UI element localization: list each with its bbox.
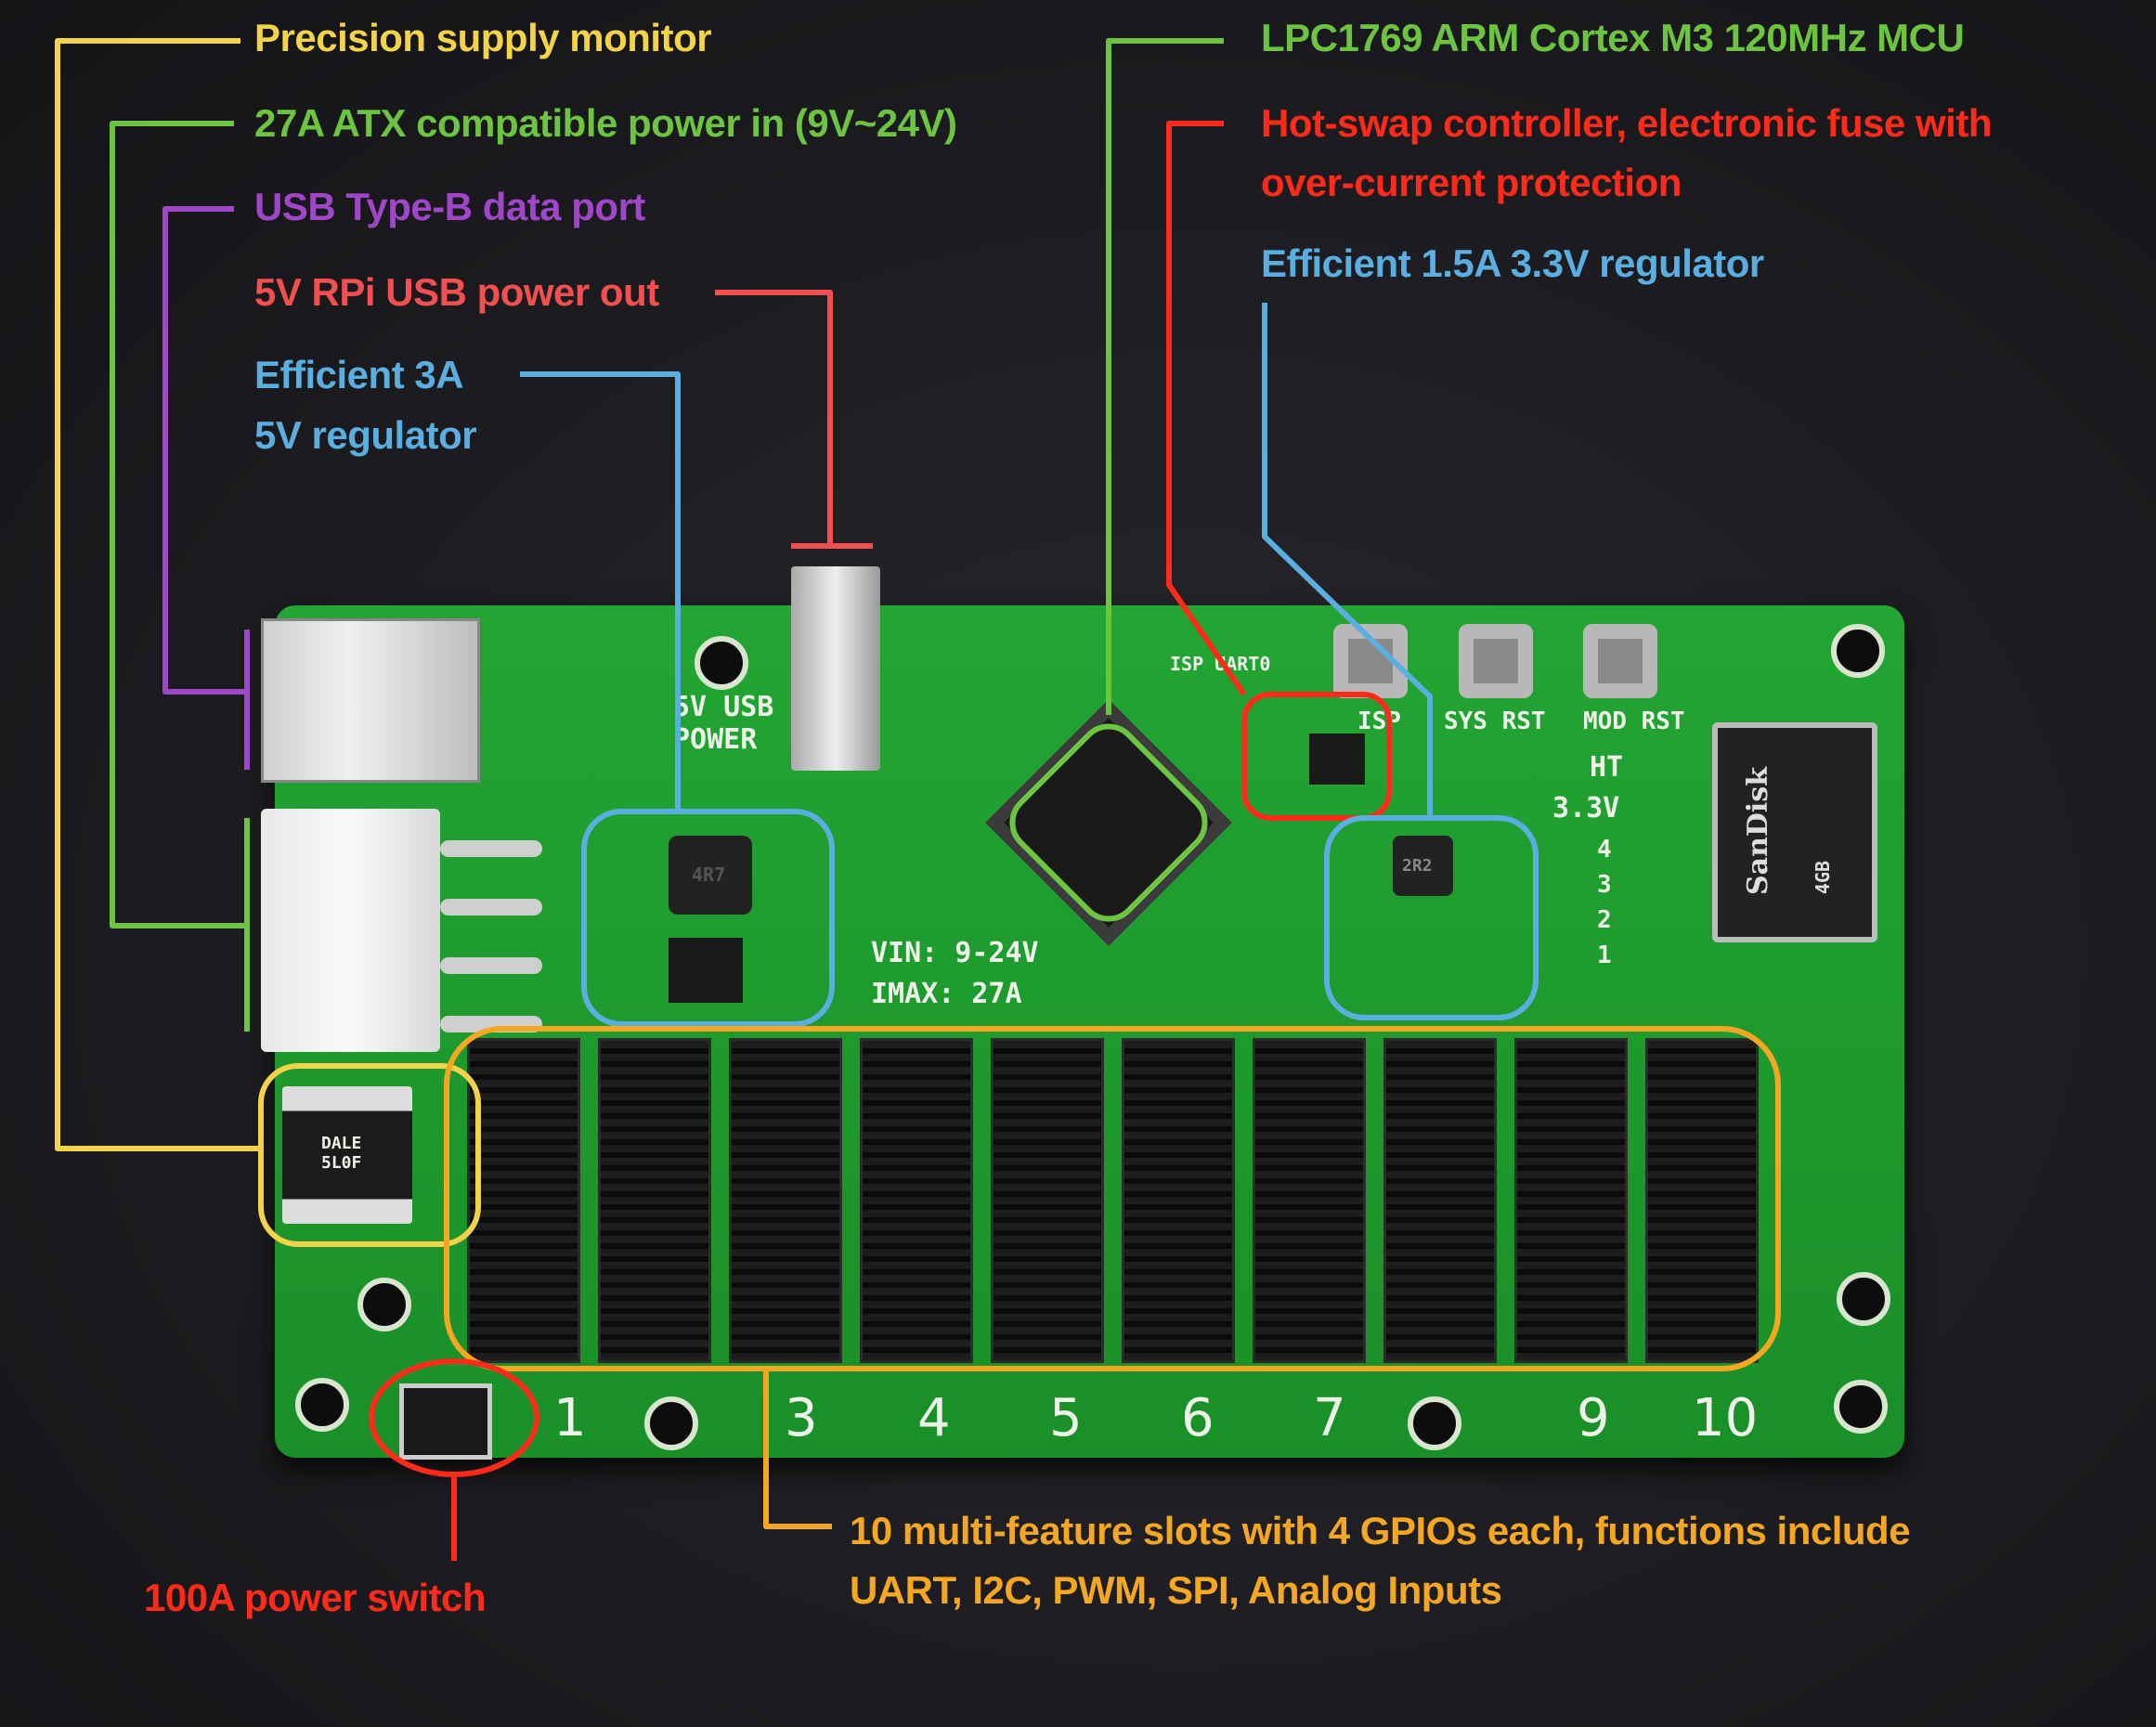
label-reg-5v-line1: Efficient 3A (254, 353, 464, 396)
mod-rst-button[interactable] (1583, 624, 1657, 698)
slot-number: 9 (1577, 1388, 1610, 1448)
leader-atx-power (110, 121, 247, 928)
highlight-reg-5v (581, 809, 835, 1027)
leader-rpi-usb (715, 290, 833, 546)
led-label: 2 (1597, 906, 1612, 934)
leader-supply-monitor (55, 38, 261, 1151)
label-slots-line2: UART, I2C, PWM, SPI, Analog Inputs (850, 1568, 1502, 1612)
mod-rst-label: MOD RST (1583, 708, 1685, 735)
inductor-5v-label: 4R7 (692, 864, 726, 886)
highlight-slots (444, 1026, 1781, 1371)
sys-rst-label: SYS RST (1444, 708, 1546, 735)
highlight-supply-monitor (258, 1063, 481, 1247)
label-power-switch: 100A power switch (144, 1576, 487, 1619)
shunt-label: DALE 5L0F (321, 1134, 362, 1173)
gpio-slot (1514, 1038, 1628, 1363)
atx-power-connector (261, 809, 440, 1052)
slot-number: 1 (553, 1388, 587, 1448)
micro-sd-card (1712, 722, 1877, 942)
label-reg-5v-line2: 5V regulator (254, 413, 477, 457)
slot-number: 4 (917, 1388, 951, 1448)
sys-rst-button[interactable] (1459, 624, 1533, 698)
leader-hotswap (1166, 121, 1247, 696)
hotswap-chip (1309, 734, 1365, 785)
inductor-3v3-label: 2R2 (1402, 856, 1433, 876)
leader-mcu (1106, 38, 1224, 715)
mounting-hole (695, 636, 748, 690)
led-label: 3 (1597, 871, 1612, 899)
gpio-slot (1253, 1038, 1366, 1363)
slot-number: 10 (1692, 1388, 1759, 1448)
highlight-power-switch (369, 1358, 539, 1477)
gpio-slot (991, 1038, 1104, 1363)
label-hotswap-line1: Hot-swap controller, electronic fuse wit… (1261, 101, 1992, 145)
mounting-hole (357, 1278, 411, 1331)
usb-power-switch (791, 566, 880, 771)
leader-usb-b (162, 206, 247, 695)
inductor-5v (669, 836, 752, 915)
current-shunt-resistor (282, 1086, 412, 1224)
regulator-5v-chip (669, 938, 743, 1003)
highlight-hotswap (1241, 692, 1392, 821)
atx-pin (440, 957, 542, 974)
vin-label: VIN: 9-24V (871, 937, 1039, 969)
label-reg-33v: Efficient 1.5A 3.3V regulator (1261, 241, 1764, 285)
slot-number: 5 (1049, 1388, 1083, 1448)
v33-label: 3.3V (1552, 792, 1620, 825)
imax-label: IMAX: 27A (871, 978, 1022, 1010)
atx-pin (440, 899, 542, 915)
label-rpi-usb: 5V RPi USB power out (254, 270, 659, 314)
mounting-hole (1408, 1396, 1461, 1450)
mounting-hole (1831, 624, 1885, 678)
mounting-hole (295, 1378, 349, 1432)
highlight-mcu (1009, 723, 1208, 922)
gpio-slot (1645, 1038, 1759, 1363)
label-usb-b: USB Type-B data port (254, 185, 645, 228)
leader-reg-33v (1262, 303, 1433, 818)
led-label: 4 (1597, 836, 1612, 864)
label-slots-line1: 10 multi-feature slots with 4 GPIOs each… (850, 1509, 1911, 1552)
power-switch-mosfet (399, 1383, 492, 1460)
label-supply-monitor: Precision supply monitor (254, 16, 712, 59)
leader-slots (763, 1369, 832, 1529)
mounting-hole (644, 1396, 698, 1450)
mounting-hole (1834, 1380, 1888, 1434)
gpio-slot (729, 1038, 842, 1363)
slot-number: 6 (1181, 1388, 1214, 1448)
label-atx-power: 27A ATX compatible power in (9V~24V) (254, 101, 957, 145)
gpio-slot (598, 1038, 711, 1363)
slot-number: 3 (785, 1388, 818, 1448)
leader-reg-5v (520, 371, 681, 812)
atx-pin (440, 840, 542, 857)
gpio-slot (1122, 1038, 1235, 1363)
mounting-hole (1837, 1272, 1890, 1326)
label-mcu: LPC1769 ARM Cortex M3 120MHz MCU (1261, 16, 1965, 59)
ht-label: HT (1590, 751, 1624, 784)
slot-number: 7 (1313, 1388, 1346, 1448)
gpio-slot (1383, 1038, 1497, 1363)
gpio-slot (860, 1038, 973, 1363)
label-hotswap-line2: over-current protection (1261, 161, 1682, 204)
led-label: 1 (1597, 941, 1612, 969)
highlight-reg-33v (1324, 815, 1539, 1020)
usb-b-connector (261, 618, 480, 783)
isp-label: ISP (1357, 708, 1401, 735)
gpio-slot (467, 1038, 580, 1363)
usb-power-label: 5V USB POWER (673, 691, 774, 756)
inductor-3v3 (1393, 836, 1453, 896)
